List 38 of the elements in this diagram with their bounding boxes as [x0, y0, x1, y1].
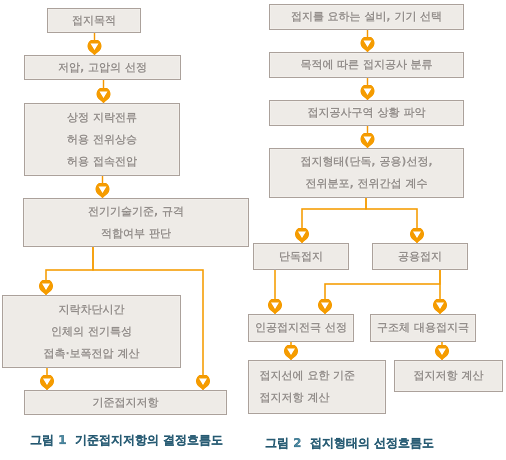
- process-box: [24, 390, 227, 415]
- process-box: [269, 4, 464, 30]
- process-box: [253, 243, 349, 270]
- step-text: 목적에 따른 접지공사 분류: [300, 58, 433, 72]
- figure-caption: 그림 2 접지형태의 선정흐름도: [265, 435, 434, 452]
- step-text: 기준접지저항: [92, 396, 158, 410]
- process-box: [248, 314, 354, 342]
- process-box: [2, 295, 181, 368]
- step-text: 접촉·보폭전압 계산: [43, 346, 140, 360]
- step-text: 접지를 요하는 설비, 기기 선택: [290, 10, 442, 24]
- process-box: [248, 360, 386, 414]
- process-box: [394, 360, 503, 392]
- process-box: [269, 52, 464, 78]
- figure-caption: 그림 1 기준접지저항의 결정흐름도: [30, 432, 224, 449]
- step-text: 전기기술기준, 규격 적합여부 판단: [86, 204, 185, 242]
- step-text: 지락차단시간: [58, 302, 124, 316]
- process-box: [269, 100, 464, 126]
- process-box: [24, 103, 180, 176]
- step-text: 접지저항 계산: [414, 369, 484, 383]
- step-text: 허용 전위상승: [67, 132, 137, 146]
- step-text: 허용 접속전압: [67, 154, 137, 168]
- process-box: [269, 148, 464, 198]
- step-text: 상정 지락전류: [67, 110, 137, 124]
- process-box: [370, 314, 476, 342]
- step-text: 접지형태(단독, 공용)선정, 전위분포, 전위간섭 계수: [299, 154, 434, 192]
- process-box: [47, 8, 141, 33]
- process-box: [372, 243, 468, 270]
- step-text: 공용접지: [398, 250, 442, 264]
- process-box: [23, 198, 249, 247]
- step-text: 인공접지전극 선정: [255, 321, 347, 335]
- process-box: [24, 55, 181, 80]
- step-text: 접지목적: [72, 14, 116, 28]
- step-text: 접지공사구역 상황 파악: [308, 106, 426, 120]
- step-text: 인체의 전기특성: [51, 324, 132, 338]
- step-text: 접지선에 요한 기준 접지저항 계산: [260, 368, 356, 406]
- step-text: 단독접지: [279, 250, 323, 264]
- step-text: 구조체 대용접지극: [377, 321, 469, 335]
- step-text: 저압, 고압의 선정: [58, 60, 147, 74]
